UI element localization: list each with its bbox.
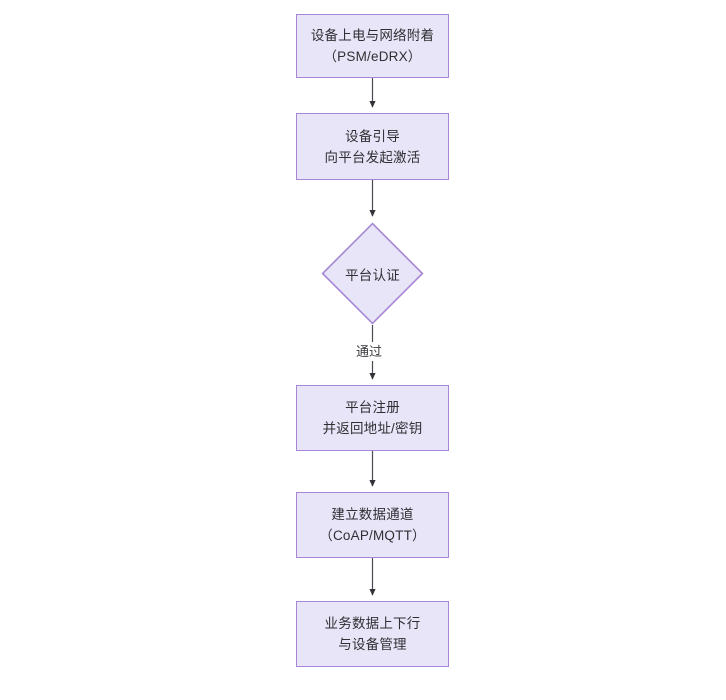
node-business-data-and-device-management[interactable]: 业务数据上下行 与设备管理 — [296, 601, 449, 667]
node-label-line: 并返回地址/密钥 — [322, 421, 423, 436]
node-label-line: 平台注册 — [345, 400, 400, 415]
node-label-line: 向平台发起激活 — [324, 149, 421, 165]
node-label-line: 与设备管理 — [338, 637, 407, 652]
node-device-bootstrap[interactable]: 设备引导 向平台发起激活 — [296, 113, 449, 180]
edge-label-pass: 通过 — [353, 342, 386, 361]
node-label-line: （CoAP/MQTT） — [319, 528, 426, 543]
node-label-line: 设备引导 — [345, 128, 400, 144]
node-label-line: 设备上电与网络附着 — [310, 28, 435, 43]
node-platform-auth-decision[interactable]: 平台认证 — [321, 222, 424, 325]
node-label-line: （PSM/eDRX） — [323, 49, 422, 64]
node-platform-register[interactable]: 平台注册 并返回地址/密钥 — [296, 385, 449, 451]
node-establish-data-channel[interactable]: 建立数据通道 （CoAP/MQTT） — [296, 492, 449, 558]
node-label-line: 平台认证 — [345, 267, 400, 283]
node-label-line: 建立数据通道 — [331, 507, 414, 522]
node-device-power-on[interactable]: 设备上电与网络附着 （PSM/eDRX） — [296, 14, 449, 78]
diamond-shape-icon — [321, 222, 424, 325]
node-label-line: 业务数据上下行 — [324, 616, 421, 631]
